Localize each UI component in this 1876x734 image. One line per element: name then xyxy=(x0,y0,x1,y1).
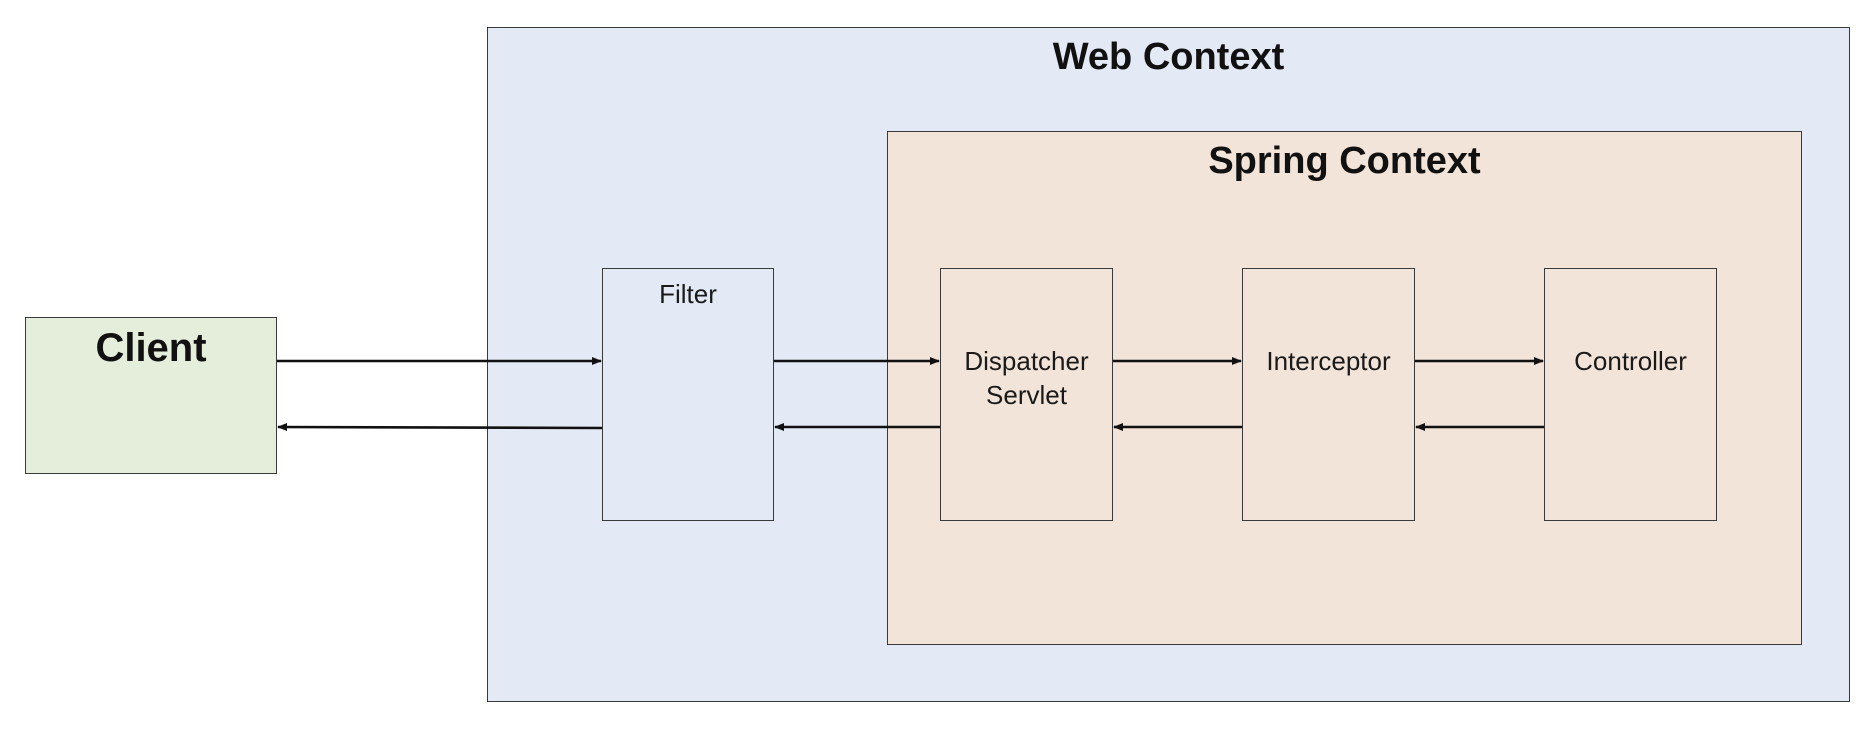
spring-context-container: Spring Context xyxy=(887,131,1802,645)
dispatcher-servlet-box: Dispatcher Servlet xyxy=(940,268,1113,521)
controller-label: Controller xyxy=(1574,346,1687,376)
controller-box: Controller xyxy=(1544,268,1717,521)
spring-context-title: Spring Context xyxy=(1208,140,1481,182)
interceptor-box: Interceptor xyxy=(1242,268,1415,521)
client-title: Client xyxy=(95,326,207,370)
web-context-title: Web Context xyxy=(1052,36,1285,78)
filter-label: Filter xyxy=(659,279,717,309)
interceptor-label: Interceptor xyxy=(1266,346,1391,376)
filter-box: Filter xyxy=(602,268,774,521)
client-box: Client xyxy=(25,317,277,474)
dispatcher-servlet-label: Dispatcher Servlet xyxy=(964,346,1089,410)
